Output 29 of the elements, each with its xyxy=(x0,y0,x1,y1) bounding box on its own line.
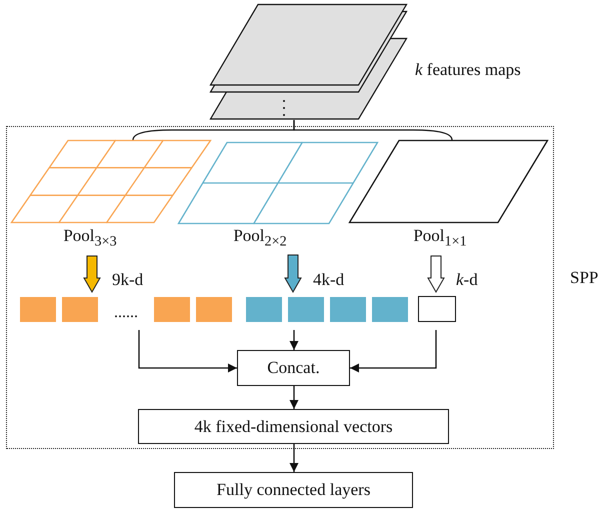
node-label: Pool$_{2×2}$ xyxy=(233,226,287,250)
process-box: Fully connected layers xyxy=(174,472,413,508)
frame-label: SPP xyxy=(570,268,598,288)
feature-vector xyxy=(246,296,409,322)
arrow xyxy=(290,330,298,350)
vector-cell xyxy=(418,296,456,322)
process-box: 4k fixed-dimensional vectors xyxy=(138,409,449,444)
feature-map-stack-drawing xyxy=(210,4,407,120)
block-arrow xyxy=(83,256,101,293)
block-arrow xyxy=(427,256,445,293)
arrow xyxy=(290,386,298,409)
block-arrow xyxy=(284,254,302,293)
node-label: Pool$_{1×1}$ xyxy=(413,226,467,250)
arrow xyxy=(138,330,237,372)
process-box: Concat. xyxy=(237,350,350,386)
pooling-grid-drawing xyxy=(178,142,378,224)
ellipsis: ...... xyxy=(113,303,139,321)
pooling-grid-drawing xyxy=(11,140,211,223)
node-label: k features maps xyxy=(415,60,521,80)
node-label: Pool$_{3×3}$ xyxy=(63,226,117,250)
dotted-frame xyxy=(6,126,554,449)
edge-label: 9k-d xyxy=(112,270,144,290)
edge-label: 4k-d xyxy=(313,270,344,290)
pooling-grid-drawing xyxy=(349,140,548,223)
edge-label: k-d xyxy=(456,270,478,290)
connector-line xyxy=(293,120,453,140)
arrow xyxy=(350,330,437,372)
arrow xyxy=(290,444,298,472)
feature-vector xyxy=(20,296,234,322)
